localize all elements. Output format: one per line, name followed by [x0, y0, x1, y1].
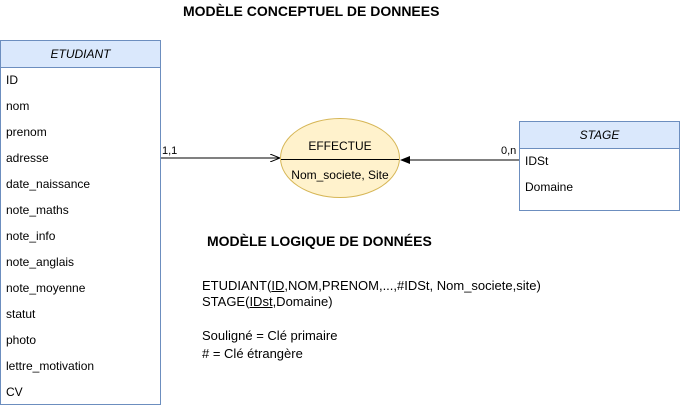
etudiant-attribute: note_info: [6, 229, 56, 243]
relationship-attributes: Nom_societe, Site: [291, 168, 389, 182]
etudiant-attribute: note_maths: [6, 203, 69, 217]
logical-stage-relation: STAGE(IDst,Domaine): [202, 294, 333, 309]
stage-entity[interactable]: STAGE IDSt Domaine: [519, 121, 680, 211]
etudiant-entity[interactable]: ETUDIANT ID nom prenom adresse date_nais…: [0, 40, 161, 405]
stage-attribute: Domaine: [525, 180, 574, 194]
logical-stage-prefix: STAGE(: [202, 294, 250, 309]
etudiant-attribute: note_moyenne: [6, 281, 86, 295]
conceptual-model-title: MODÈLE CONCEPTUEL DE DONNEES: [183, 3, 440, 19]
logical-etudiant-rest: ,NOM,PRENOM,...,#IDSt, Nom_societe,site): [284, 278, 541, 293]
etudiant-attribute: lettre_motivation: [6, 359, 95, 373]
etudiant-attribute: ID: [6, 73, 18, 87]
etudiant-attribute: note_anglais: [6, 255, 75, 269]
relationship-divider: [281, 159, 399, 160]
etudiant-attribute: photo: [6, 333, 37, 347]
logical-etudiant-relation: ETUDIANT(ID,NOM,PRENOM,...,#IDSt, Nom_so…: [202, 278, 541, 293]
logical-stage-rest: ,Domaine): [272, 294, 333, 309]
etudiant-attribute: CV: [6, 385, 23, 399]
cardinality-stage: 0,n: [501, 145, 517, 157]
relationship-name: EFFECTUE: [308, 139, 372, 153]
stage-entity-name: STAGE: [520, 122, 679, 149]
logical-stage-primary-key: IDst: [249, 294, 273, 309]
logical-etudiant-prefix: ETUDIANT(: [202, 278, 272, 293]
etudiant-attribute: statut: [6, 307, 36, 321]
etudiant-attribute: prenom: [6, 125, 47, 139]
logical-etudiant-primary-key: ID: [271, 278, 285, 293]
legend-foreign-key: # = Clé étrangère: [202, 346, 303, 361]
legend-primary-key: Souligné = Clé primaire: [202, 328, 338, 343]
etudiant-attribute: adresse: [6, 151, 49, 165]
etudiant-entity-name: ETUDIANT: [1, 41, 160, 68]
cardinality-etudiant: 1,1: [162, 145, 178, 157]
stage-attribute: IDSt: [525, 154, 549, 168]
etudiant-attribute: nom: [6, 99, 30, 113]
logical-model-title: MODÈLE LOGIQUE DE DONNÉES: [207, 233, 432, 249]
effectue-relationship[interactable]: EFFECTUE Nom_societe, Site: [280, 118, 400, 198]
etudiant-attribute: date_naissance: [6, 177, 91, 191]
